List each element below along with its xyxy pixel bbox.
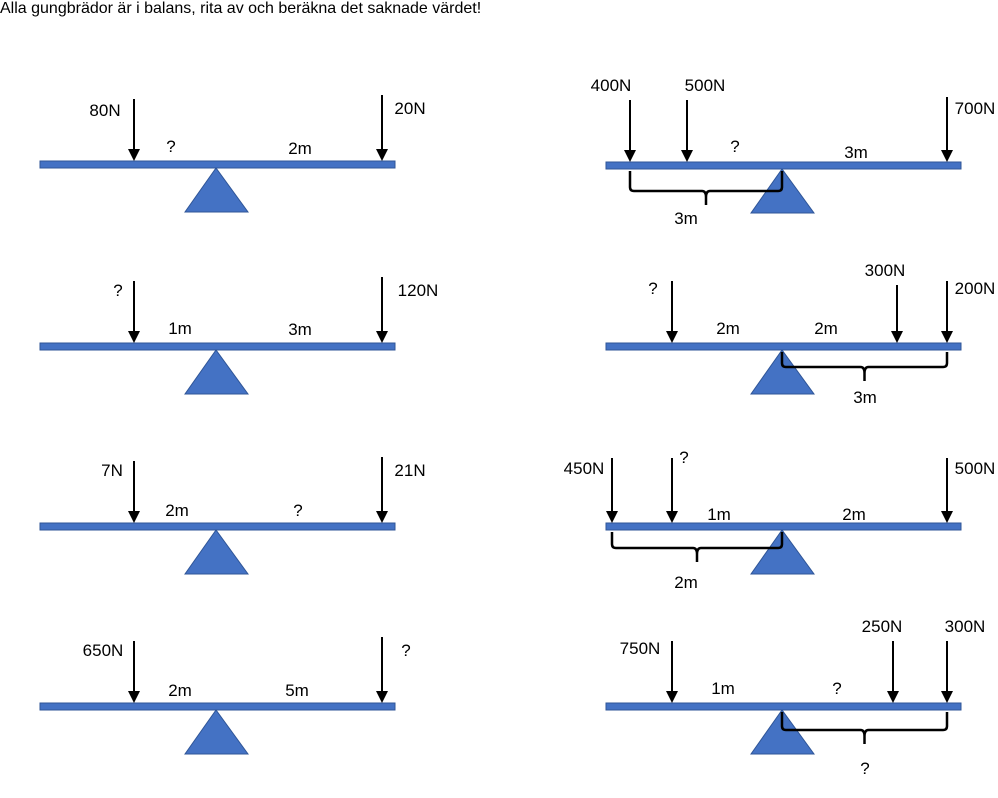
seesaw-right-2: ? 300N 200N 2m 2m 3m [648,261,995,407]
force-label: 120N [398,281,439,300]
brace-distance-label: 2m [674,573,698,592]
arrowhead-icon [887,691,899,703]
force-label: 300N [945,617,986,636]
brace-distance-label: 3m [674,209,698,228]
force-label: ? [679,448,688,467]
force-label: 20N [394,99,425,118]
arrowhead-icon [376,511,388,523]
arrowhead-icon [941,511,953,523]
distance-label: 2m [842,505,866,524]
arrowhead-icon [606,511,618,523]
distance-label: 2m [165,501,189,520]
beam [39,702,396,711]
arrowhead-icon [624,150,636,162]
beam [39,522,396,531]
seesaw-left-3: 7N 21N 2m ? [101,461,425,520]
distance-label: 2m [814,319,838,338]
fulcrum-triangle [184,709,249,755]
force-label: 650N [83,641,124,660]
distance-label: ? [293,501,302,520]
distance-label: ? [730,137,739,156]
instructions-heading: Alla gungbrädor är i balans, rita av och… [0,0,482,17]
arrowhead-icon [376,331,388,343]
seesaw-left-4: 650N ? 2m 5m [83,641,411,700]
distance-label: 2m [288,139,312,158]
force-label: ? [648,279,657,298]
force-label: ? [401,641,410,660]
seesaw-left-1: 80N 20N ? 2m [89,99,425,158]
arrowhead-icon [666,511,678,523]
distance-label: 3m [288,320,312,339]
arrowhead-icon [128,511,140,523]
force-label: 200N [955,279,996,298]
arrowhead-icon [941,691,953,703]
distance-label: 3m [844,143,868,162]
fulcrum-triangle [184,349,249,395]
force-label: 450N [564,459,605,478]
force-label: 250N [862,617,903,636]
fulcrum-triangle [184,167,249,213]
distance-label: 1m [707,505,731,524]
arrowhead-icon [128,149,140,161]
distance-label: 2m [168,681,192,700]
force-label: 750N [620,639,661,658]
arrowhead-icon [891,331,903,343]
arrowhead-icon [376,149,388,161]
seesaw-right-4: 750N 250N 300N 1m ? ? [620,617,986,778]
arrowhead-icon [666,691,678,703]
beam [605,342,962,351]
distance-brace [610,532,784,562]
beam [605,702,962,711]
beam [39,160,396,169]
distance-label: ? [832,679,841,698]
force-label: 700N [955,99,996,118]
beam [39,342,396,351]
arrowhead-icon [128,331,140,343]
brace-distance-label: ? [860,759,869,778]
beam [605,161,962,170]
force-label: 300N [865,261,906,280]
brace-distance-label: 3m [853,388,877,407]
fulcrum-triangle [184,529,249,575]
force-label: 400N [591,76,632,95]
force-label: 7N [101,461,123,480]
seesaw-right-3: 450N ? 500N 1m 2m 2m [564,448,996,592]
beam [605,522,962,531]
force-label: ? [113,281,122,300]
seesaw-left-2: ? 120N 1m 3m [113,281,438,339]
distance-label: 1m [711,679,735,698]
seesaw-right-1: 400N 500N 700N ? 3m 3m [591,76,996,228]
arrowhead-icon [376,691,388,703]
fulcrum-triangle [750,529,815,575]
fulcrum-triangle [750,349,815,395]
distance-label: ? [166,137,175,156]
arrowhead-icon [128,691,140,703]
force-label: 500N [685,76,726,95]
force-label: 80N [89,101,120,120]
distance-brace [780,352,949,381]
arrowhead-icon [941,331,953,343]
force-label: 21N [394,461,425,480]
force-label: 500N [955,459,996,478]
distance-brace [628,171,784,205]
distance-label: 1m [168,319,192,338]
distance-brace [780,712,949,744]
arrowhead-icon [681,150,693,162]
arrowhead-icon [666,331,678,343]
fulcrum-triangle [750,709,815,755]
distance-label: 2m [716,319,740,338]
arrowhead-icon [941,150,953,162]
distance-label: 5m [285,681,309,700]
